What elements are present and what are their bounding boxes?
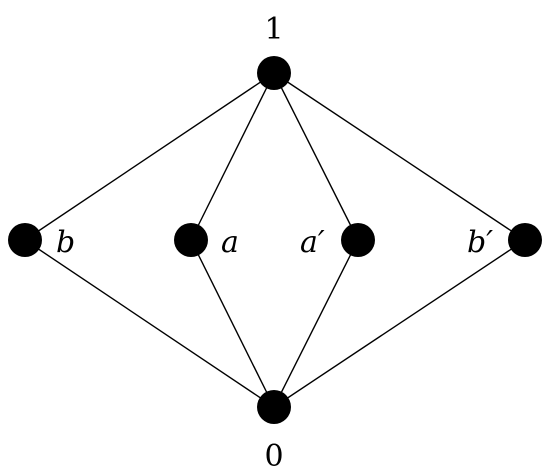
- node-top: [257, 56, 291, 90]
- label-bottom: 0: [264, 439, 283, 473]
- label-a: a: [221, 225, 239, 260]
- node-b: [8, 223, 42, 257]
- label-b: b: [56, 225, 75, 260]
- node-a: [174, 223, 208, 257]
- edges: [24, 72, 526, 408]
- node-bottom: [257, 390, 291, 424]
- edge-top-bprime: [273, 72, 526, 241]
- edge-top-a: [190, 72, 275, 241]
- edge-bottom-aprime: [273, 239, 359, 408]
- label-top: 1: [264, 12, 283, 47]
- node-bprime: [508, 223, 542, 257]
- edge-bottom-bprime: [273, 239, 526, 408]
- label-bprime: b′: [467, 225, 493, 260]
- nodes: [8, 56, 542, 424]
- edge-top-b: [24, 72, 275, 241]
- labels: 1 b a a′ b′ 0: [56, 12, 493, 473]
- edge-top-aprime: [273, 72, 359, 241]
- label-aprime: a′: [300, 225, 325, 260]
- node-aprime: [341, 223, 375, 257]
- edge-bottom-a: [190, 239, 275, 408]
- edge-bottom-b: [24, 239, 275, 408]
